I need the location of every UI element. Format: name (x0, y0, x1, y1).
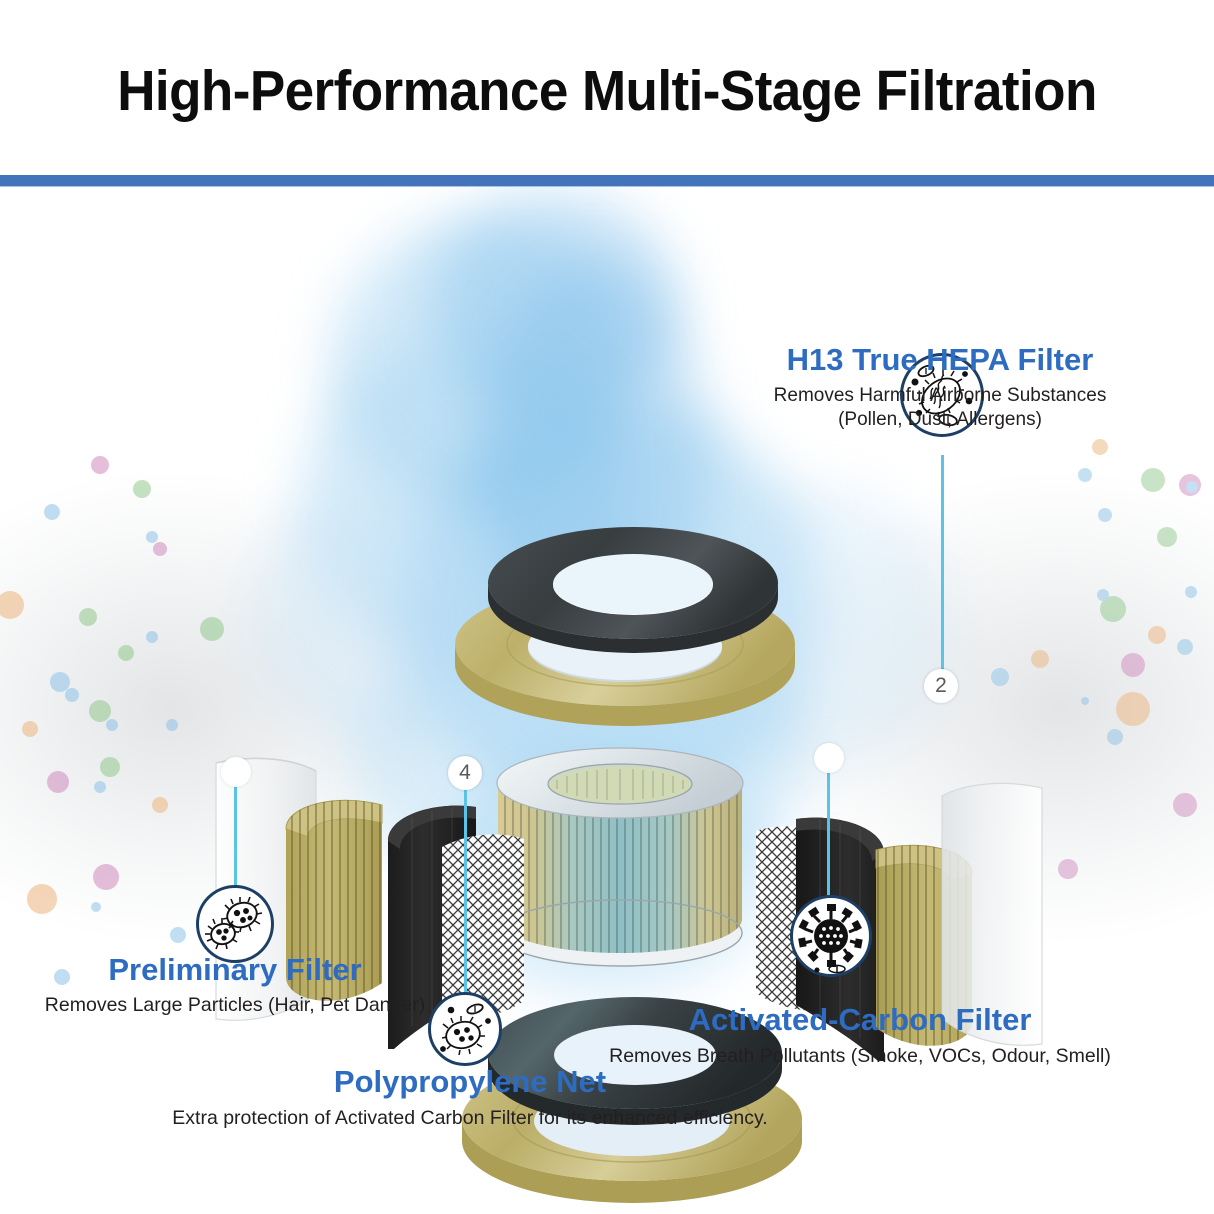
germ-icon-bubble (428, 992, 502, 1066)
bacteria-cluster-icon-bubble (196, 885, 274, 963)
airflow-mist (430, 192, 680, 422)
callout-line-carbon (827, 765, 830, 900)
preliminary-filter-description: Removes Large Particles (Hair, Pet Dande… (44, 994, 426, 1016)
polypropylene-net-left (442, 834, 524, 1019)
filter-diagram-scene: Preliminary Filter Removes Large Particl… (0, 187, 1214, 1214)
header: High-Performance Multi-Stage Filtration (0, 0, 1214, 175)
hepa-filter-description-line1: Removes Harmful Airborne Substances (773, 385, 1107, 406)
preliminary-filter-title: Preliminary Filter (108, 952, 362, 987)
callout-line-hepa (941, 455, 944, 685)
header-divider (0, 175, 1214, 186)
background-particles-left (0, 456, 224, 985)
callout-dot-preliminary[interactable] (221, 757, 251, 787)
preliminary-filter-panel-right (941, 782, 1043, 1046)
polypropylene-net-title: Polypropylene Net (333, 1064, 607, 1099)
bacillus-icon (911, 364, 973, 427)
virus-icon (798, 904, 863, 974)
hepa-cylinder (496, 747, 744, 967)
carbon-filter-description: Removes Breath Pollutants (Smoke, VOCs, … (609, 1045, 1111, 1067)
callout-marker-net[interactable]: 4 (448, 756, 482, 790)
airflow-mist (330, 217, 630, 517)
bottom-dark-ring (488, 997, 782, 1125)
carbon-filter-title: Activated-Carbon Filter (688, 1002, 1032, 1037)
bacteria-cluster-icon (205, 896, 263, 950)
page-title: High-Performance Multi-Stage Filtration (117, 59, 1097, 123)
hepa-filter-title: H13 True HEPA Filter (786, 342, 1094, 377)
callout-line-preliminary (234, 777, 237, 890)
callout-dot-carbon[interactable] (814, 743, 844, 773)
top-dark-ring (488, 527, 778, 653)
bacillus-icon-bubble (900, 353, 984, 437)
hepa-filter-description-line2: (Pollen, Dust, Allergens) (838, 409, 1042, 430)
germ-icon (440, 1003, 491, 1056)
polypropylene-net-description: Extra protection of Activated Carbon Fil… (172, 1107, 768, 1129)
callout-marker-hepa[interactable]: 2 (924, 669, 958, 703)
virus-icon-bubble (790, 895, 872, 977)
hepa-pleated-panel-left (285, 799, 383, 1001)
callout-line-net (464, 785, 467, 997)
